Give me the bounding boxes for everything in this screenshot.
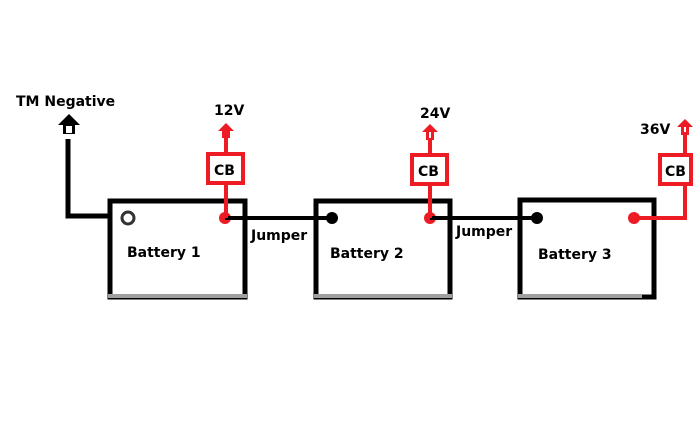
- battery-1: Battery 1: [107, 198, 248, 300]
- tm-negative-label: TM Negative: [16, 94, 115, 110]
- jumper-1: Jumper: [225, 216, 332, 244]
- battery-3-label: Battery 3: [538, 247, 612, 263]
- cb-1-label: CB: [214, 163, 235, 179]
- battery-2: Battery 2: [313, 198, 453, 300]
- tm-negative-connection: TM Negative: [16, 94, 128, 219]
- cb-3-voltage: 36V: [640, 122, 670, 138]
- battery-2-label: Battery 2: [330, 246, 404, 262]
- circuit-breaker-1: CB 12V: [206, 103, 245, 218]
- cb-2-voltage: 24V: [420, 106, 450, 122]
- 12v-output-arrow-icon: [218, 123, 234, 138]
- cb-2-label: CB: [418, 164, 439, 180]
- jumper-2-label: Jumper: [455, 224, 512, 240]
- jumper-1-label: Jumper: [250, 228, 307, 244]
- circuit-breaker-3: CB 36V: [634, 119, 693, 220]
- tm-negative-arrow-icon: [58, 114, 80, 134]
- cb-1-voltage: 12V: [214, 103, 244, 119]
- jumper-2: Jumper: [430, 216, 537, 240]
- cb-3-label: CB: [665, 164, 686, 180]
- circuit-breaker-2: CB 24V: [410, 106, 450, 218]
- battery-1-negative-terminal: [120, 210, 136, 226]
- battery-1-label: Battery 1: [127, 245, 201, 261]
- battery-3: Battery 3: [517, 197, 657, 300]
